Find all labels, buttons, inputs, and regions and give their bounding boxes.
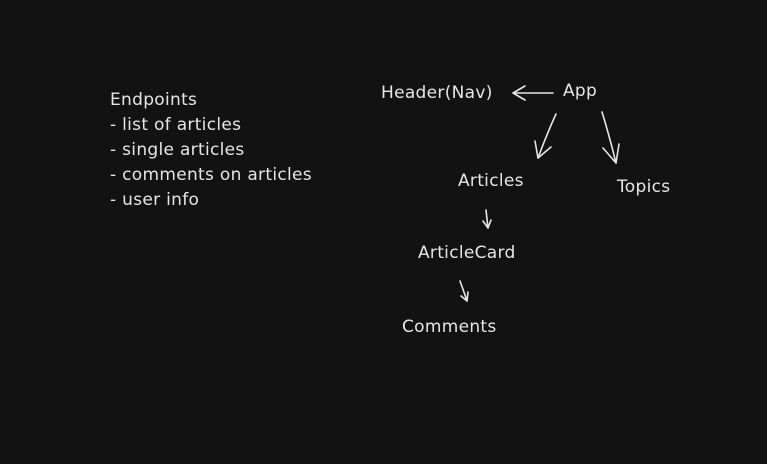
node-comments: Comments <box>402 317 497 337</box>
arrow-app-to-header <box>512 85 554 101</box>
arrow-articles-to-card <box>482 209 492 229</box>
endpoint-item-comments: - comments on articles <box>110 165 312 185</box>
endpoints-title: Endpoints <box>110 90 198 110</box>
arrow-card-to-comments <box>459 280 469 302</box>
node-header-nav: Header(Nav) <box>381 83 493 103</box>
node-articles: Articles <box>458 171 524 191</box>
node-app: App <box>563 81 598 101</box>
arrow-app-to-articles <box>534 113 557 159</box>
endpoint-item-single-article: - single articles <box>110 140 245 160</box>
endpoints-notes: Endpoints - list of articles - single ar… <box>110 88 312 213</box>
node-article-card: ArticleCard <box>418 243 516 263</box>
endpoint-item-user-info: - user info <box>110 190 200 210</box>
endpoint-item-list-articles: - list of articles <box>110 115 242 135</box>
node-topics: Topics <box>617 177 671 197</box>
arrow-app-to-topics <box>601 111 620 164</box>
